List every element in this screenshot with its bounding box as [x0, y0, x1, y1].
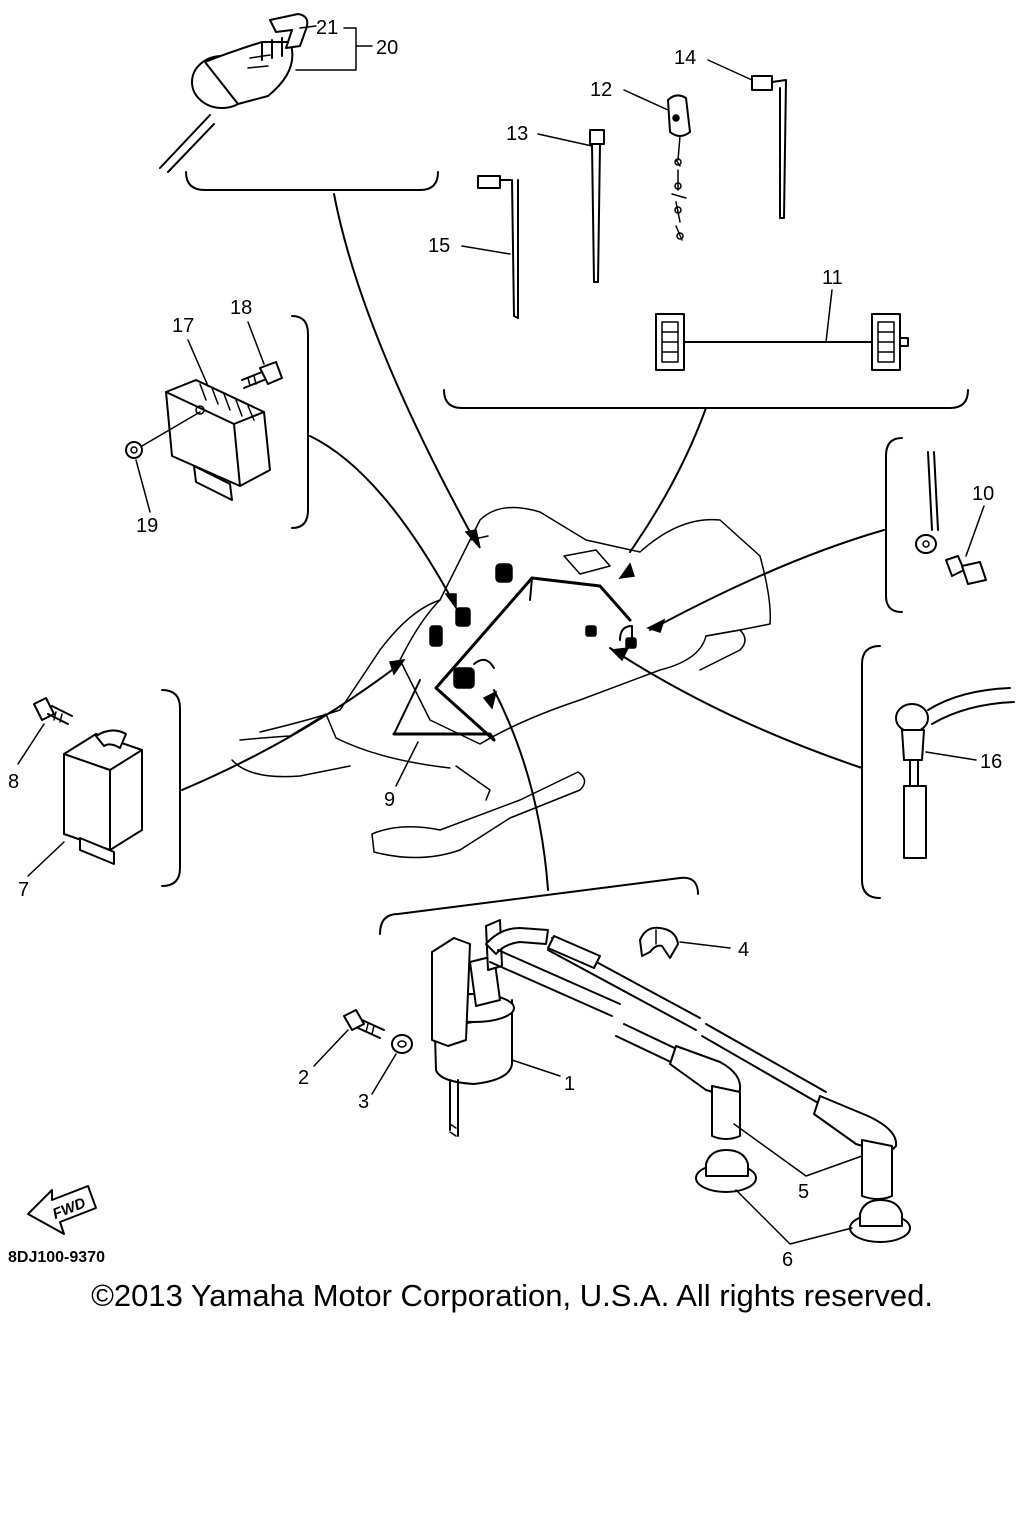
wire-harness-9[interactable] — [392, 576, 632, 742]
callout-21: 21 — [316, 17, 338, 39]
high-tension-leads[interactable] — [485, 927, 827, 1105]
snowmobile-body — [231, 506, 772, 859]
bracket-relay-group — [161, 689, 181, 887]
callout-line-21 — [299, 25, 317, 29]
callout-line-10 — [965, 505, 985, 557]
callout-line-17 — [187, 339, 209, 387]
band-11[interactable] — [655, 313, 909, 371]
callout-line-9 — [395, 741, 419, 787]
callout-line-7 — [27, 841, 65, 877]
callout-line-15 — [461, 245, 511, 255]
copyright-notice: ©2013 Yamaha Motor Corporation, U.S.A. A… — [91, 1278, 933, 1313]
washer-3[interactable] — [391, 1034, 413, 1054]
callout-line-5 — [733, 1123, 863, 1177]
callout-line-1 — [511, 1059, 561, 1077]
bolt-2[interactable] — [343, 1009, 385, 1039]
callout-12: 12 — [590, 79, 612, 101]
leader-lines — [181, 193, 885, 891]
callout-line-3 — [371, 1053, 397, 1095]
bracket-thermo-group — [861, 645, 881, 899]
bracket-ignition-group — [379, 876, 699, 935]
callout-line-11 — [825, 289, 833, 343]
fwd-arrow-icon: FWD — [27, 1185, 97, 1235]
bracket-earth-group — [885, 437, 903, 613]
chassis-connector-e — [585, 625, 597, 637]
callout-13: 13 — [506, 123, 528, 145]
thermo-switch-16[interactable] — [895, 687, 1015, 859]
bracket-harness-group — [443, 389, 969, 409]
ignition-coil-1[interactable] — [431, 919, 515, 1137]
bracket-cdi-group — [291, 315, 309, 529]
plug-cap-5a[interactable] — [669, 1045, 742, 1140]
callout-9: 9 — [384, 789, 395, 811]
callout-line-18 — [247, 321, 265, 365]
diagram-code: 8DJ100-9370 — [8, 1249, 105, 1266]
callout-11: 11 — [822, 267, 843, 289]
bolt-18[interactable] — [241, 361, 283, 389]
callout-bracket-20 — [295, 27, 373, 71]
callout-18: 18 — [230, 297, 252, 319]
callout-line-19 — [135, 459, 151, 513]
callout-line-14 — [707, 59, 753, 81]
plug-cap-5b[interactable] — [813, 1095, 898, 1200]
callout-8: 8 — [8, 771, 19, 793]
callout-labels: 1 2 3 4 5 6 7 8 9 10 11 12 13 14 15 16 1… — [8, 17, 1002, 1271]
chassis-loop — [619, 625, 633, 641]
callout-6: 6 — [782, 1249, 793, 1271]
cdi-unit-17[interactable] — [165, 379, 271, 501]
boot-6b[interactable] — [849, 1199, 911, 1243]
wire-band-15[interactable] — [477, 175, 519, 319]
callout-line-13 — [537, 133, 593, 147]
main-switch-assembly[interactable] — [159, 13, 309, 173]
bolt-8[interactable] — [33, 697, 73, 725]
callout-line-2 — [313, 1029, 349, 1067]
boot-6a[interactable] — [695, 1149, 757, 1193]
leader-arrowheads — [389, 529, 666, 710]
callout-line-16 — [925, 751, 977, 761]
callout-line-4 — [679, 941, 731, 949]
clamp-12[interactable] — [667, 94, 691, 241]
callout-2: 2 — [298, 1067, 309, 1089]
nut-19[interactable] — [125, 411, 201, 459]
relay-7[interactable] — [63, 729, 143, 865]
callout-5: 5 — [798, 1181, 809, 1203]
callout-10: 10 — [972, 483, 994, 505]
callout-4: 4 — [738, 939, 749, 961]
callout-1: 1 — [564, 1073, 575, 1095]
callout-20: 20 — [376, 37, 398, 59]
cable-tie-13[interactable] — [589, 129, 605, 283]
bracket-switch-group — [185, 171, 439, 191]
clamp-4[interactable] — [639, 926, 679, 959]
callout-16: 16 — [980, 751, 1002, 773]
chassis-connector-d — [453, 667, 475, 689]
earth-lead-10[interactable] — [915, 451, 987, 585]
callout-15: 15 — [428, 235, 450, 257]
callout-19: 19 — [136, 515, 158, 537]
callout-line-8 — [17, 723, 45, 765]
cable-tie-14[interactable] — [751, 75, 787, 219]
callout-line-12 — [623, 89, 669, 111]
callout-7: 7 — [18, 879, 29, 901]
chassis-connector-c — [429, 625, 443, 647]
callout-line-6 — [735, 1189, 853, 1245]
chassis-connector-a — [495, 563, 513, 583]
callout-17: 17 — [172, 315, 194, 337]
chassis-connector-b — [455, 607, 471, 627]
callout-14: 14 — [674, 47, 696, 69]
callout-3: 3 — [358, 1091, 369, 1113]
chassis-clip — [473, 658, 495, 669]
